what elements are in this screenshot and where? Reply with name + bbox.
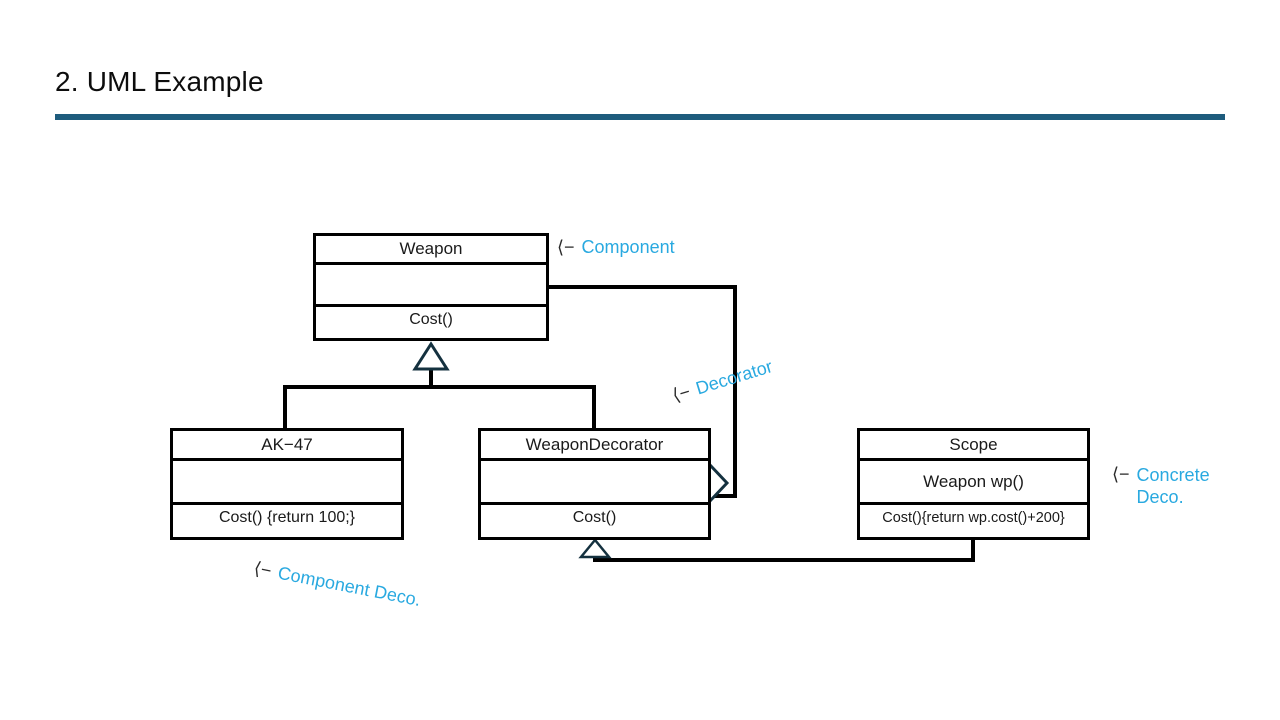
uml-class-scope: Scope Weapon wp() Cost(){return wp.cost(… xyxy=(857,428,1090,540)
annotation-label: Concrete Deco. xyxy=(1136,465,1210,507)
class-attribute: Weapon wp() xyxy=(860,458,1087,505)
left-arrow-icon: ⟨− xyxy=(252,558,274,581)
annotation-component: ⟨− Component xyxy=(557,237,675,258)
annotation-concrete-deco: ⟨− Concrete Deco. xyxy=(1112,464,1221,508)
uml-class-weapon: Weapon Cost() xyxy=(313,233,549,341)
title-divider xyxy=(55,114,1225,120)
inheritance-stem-scope xyxy=(971,540,975,562)
inheritance-horizontal-line xyxy=(283,385,596,389)
class-method: Cost() xyxy=(481,505,708,531)
class-attribute xyxy=(173,458,401,505)
aggregation-vertical-line xyxy=(733,285,737,498)
annotation-label: Component xyxy=(581,237,675,257)
aggregation-jog-line xyxy=(712,494,737,498)
inheritance-horizontal-line-bottom xyxy=(593,558,975,562)
class-name: AK−47 xyxy=(173,431,401,458)
left-arrow-icon: ⟨− xyxy=(1112,464,1130,484)
class-attribute xyxy=(316,262,546,307)
class-attribute xyxy=(481,458,708,505)
class-method: Cost(){return wp.cost()+200} xyxy=(860,505,1087,531)
inheritance-drop-weapondecorator xyxy=(592,385,596,428)
aggregation-horizontal-line xyxy=(549,285,737,289)
inheritance-stem-weapon xyxy=(429,366,433,387)
annotation-component-deco: ⟨− Component Deco. xyxy=(252,558,423,611)
inheritance-drop-ak47 xyxy=(283,385,287,428)
inheritance-stem-weapondecorator xyxy=(593,554,597,562)
left-arrow-icon: ⟨− xyxy=(557,237,575,257)
uml-class-weapondecorator: WeaponDecorator Cost() xyxy=(478,428,711,540)
class-name: Scope xyxy=(860,431,1087,458)
annotation-label: Component Deco. xyxy=(276,562,423,611)
page-title: 2. UML Example xyxy=(55,66,264,97)
class-method: Cost() xyxy=(316,307,546,332)
left-arrow-icon: ⟨− xyxy=(669,381,693,406)
class-method: Cost() {return 100;} xyxy=(173,505,401,531)
annotation-decorator: ⟨− Decorator xyxy=(670,356,775,406)
uml-class-ak47: AK−47 Cost() {return 100;} xyxy=(170,428,404,540)
class-name: WeaponDecorator xyxy=(481,431,708,458)
class-name: Weapon xyxy=(316,236,546,262)
